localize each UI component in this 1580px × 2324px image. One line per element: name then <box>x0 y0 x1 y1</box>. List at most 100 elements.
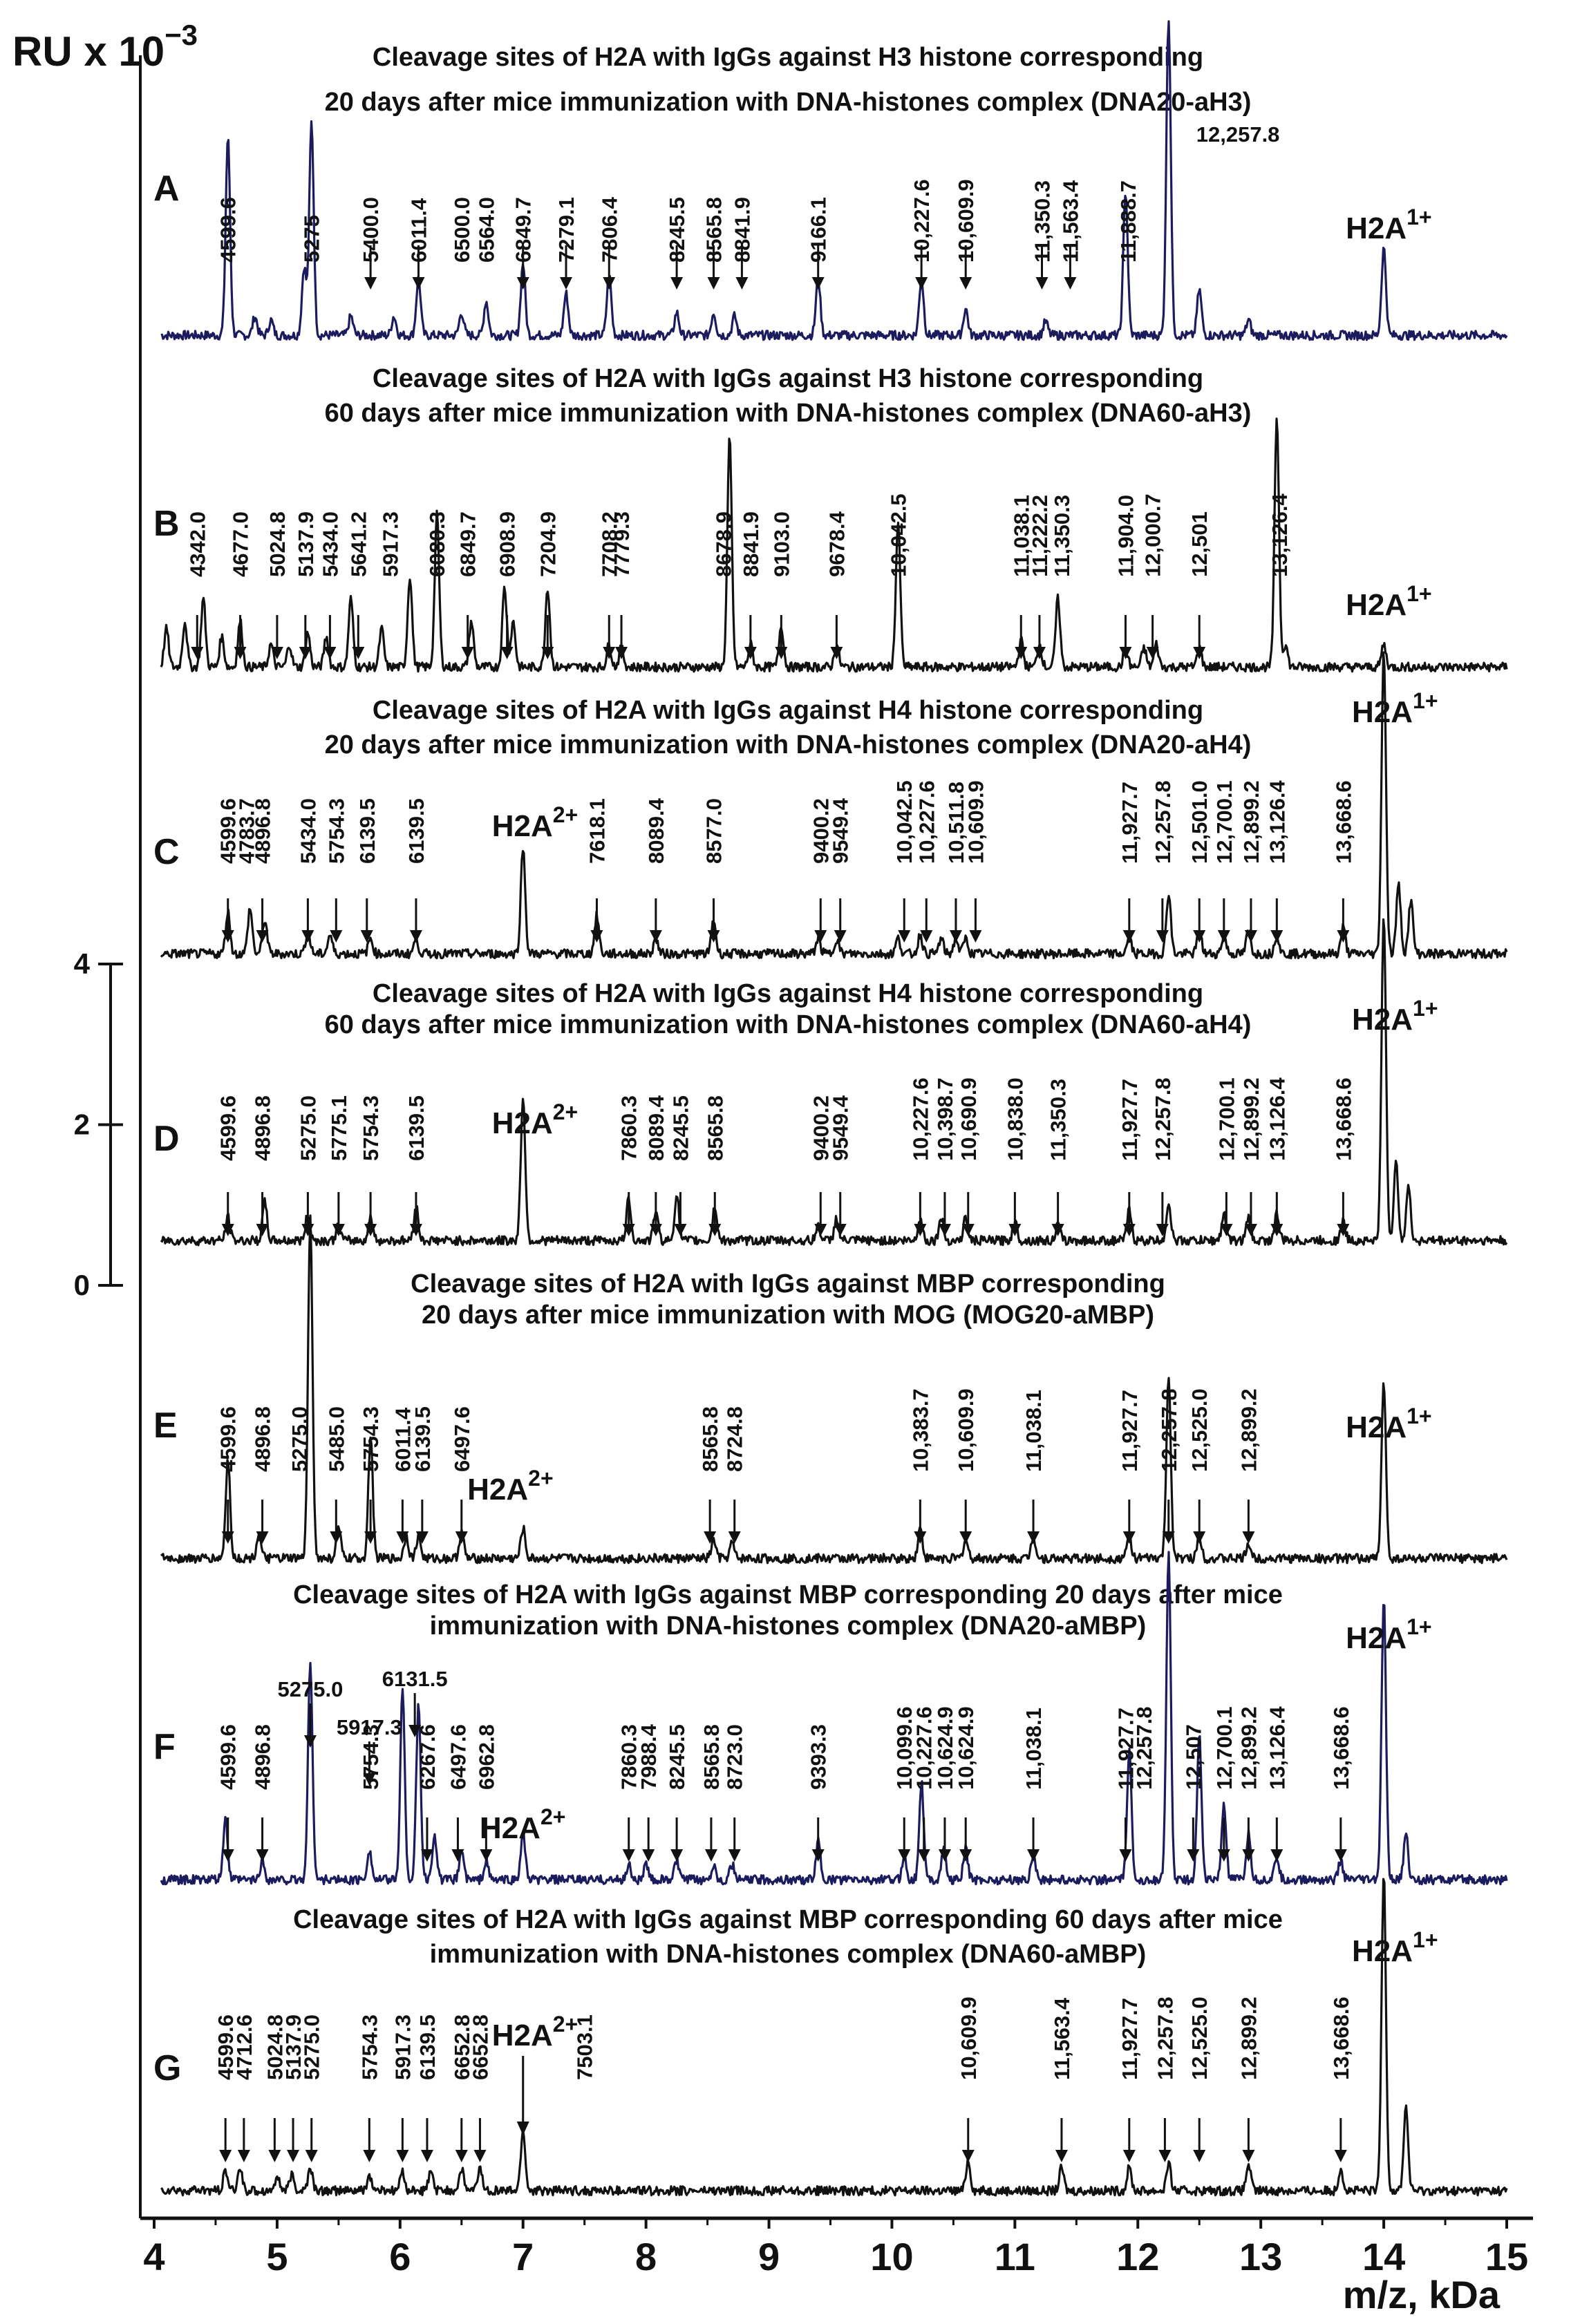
peak-label: 8245.5 <box>668 1095 693 1161</box>
panel-letter: F <box>153 1727 176 1767</box>
peak-label: 6849.7 <box>456 511 480 577</box>
y-axis-label: RU x 10−3 <box>12 19 198 75</box>
peak-arrowhead <box>1244 930 1257 943</box>
peak-label: 6080.3 <box>425 511 449 577</box>
peak-label: 5754.3 <box>359 1406 383 1472</box>
peak-label: 5434.0 <box>318 511 342 577</box>
peak-label: 5917.3 <box>391 2014 415 2080</box>
peak-label: 7988.4 <box>637 1723 661 1790</box>
peak-arrowhead <box>830 647 843 659</box>
h2a-tag-charge: 2+ <box>540 1804 565 1829</box>
peak-arrowhead <box>704 1849 717 1862</box>
panel-title-line: Cleavage sites of H2A with IgGs against … <box>411 1269 1165 1298</box>
h2a-tag-charge: 2+ <box>528 1466 553 1491</box>
h2a-tag-base: H2A <box>467 1473 528 1506</box>
panel-title-line: immunization with DNA-histones complex (… <box>430 1940 1147 1969</box>
h2a-tag-charge: 1+ <box>1407 205 1431 229</box>
peak-arrowhead <box>622 1849 635 1862</box>
h2a-2plus-tag: H2A2+ <box>492 1099 579 1140</box>
peak-arrowhead <box>1119 647 1132 659</box>
peak-arrowhead <box>834 1224 847 1236</box>
h2a-tag-charge: 1+ <box>1413 688 1438 713</box>
peak-arrowhead <box>237 2150 250 2162</box>
peak-arrowhead <box>959 1531 972 1544</box>
peak-arrowhead <box>744 647 757 659</box>
peak-arrowhead <box>649 1224 662 1236</box>
peak-label: 5485.0 <box>324 1406 348 1472</box>
h2a-tag-charge: 1+ <box>1413 1927 1438 1952</box>
peak-arrowhead <box>649 930 662 943</box>
peak-label: 5775.1 <box>327 1095 351 1161</box>
peak-label: 6011.4 <box>391 1407 415 1472</box>
peak-arrowhead <box>1027 1849 1040 1862</box>
peak-label: 11,563.4 <box>1050 1997 1074 2080</box>
peak-arrowhead <box>961 2150 975 2162</box>
panel-letter: G <box>153 2048 181 2088</box>
h2a-tag-base: H2A <box>492 2019 553 2052</box>
peak-arrowhead <box>898 1849 911 1862</box>
peak-label: 11,350.3 <box>1046 1079 1071 1161</box>
peak-label: 10,609.9 <box>963 780 988 864</box>
peak-label: 4599.6 <box>216 1095 241 1161</box>
peak-arrowhead <box>352 647 365 659</box>
h2a-1plus-tag: H2A1+ <box>1346 1614 1432 1655</box>
panel-A: Cleavage sites of H2A with IgGs against … <box>153 20 1508 341</box>
peak-label: 8577.0 <box>702 798 726 864</box>
h2a-2plus-tag: H2A2+ <box>492 802 579 843</box>
peak-arrowhead <box>461 647 474 659</box>
h2a-tag-base: H2A <box>1346 1621 1407 1655</box>
peak-label: 8841.9 <box>739 511 763 577</box>
peak-label: 5275.0 <box>296 1095 320 1161</box>
x-tick-label: 12 <box>1116 2235 1159 2278</box>
peak-arrowhead <box>728 1849 741 1862</box>
peak-label: 13,668.6 <box>1329 1996 1353 2080</box>
h2a-tag-charge: 2+ <box>553 802 578 827</box>
panel-G: Cleavage sites of H2A with IgGs against … <box>153 1878 1508 2197</box>
peak-arrowhead <box>1334 1849 1347 1862</box>
x-tick-label: 4 <box>143 2235 164 2278</box>
peak-arrowhead <box>332 1224 345 1236</box>
peak-arrowhead <box>707 277 720 290</box>
peak-label: 5754.3 <box>357 2014 382 2080</box>
peak-label: 12,257.8 <box>1151 1077 1175 1161</box>
peak-label: 11,927.7 <box>1118 782 1142 864</box>
x-tick-label: 6 <box>389 2235 411 2278</box>
peak-arrowhead <box>408 1725 422 1737</box>
scale-bar-label: 4 <box>74 947 91 980</box>
peak-arrowhead <box>1064 277 1077 290</box>
peak-label: 11,888.7 <box>1116 180 1140 263</box>
peak-arrowhead <box>949 930 962 943</box>
peak-arrowhead <box>615 647 628 659</box>
peak-arrowhead <box>287 2150 300 2162</box>
h2a-tag-base: H2A <box>1346 211 1407 245</box>
peak-label: 5275 <box>300 215 324 263</box>
peak-label: 7779.3 <box>610 511 634 577</box>
peak-label: 4896.8 <box>251 1406 275 1472</box>
peak-label: 7860.3 <box>617 1724 641 1790</box>
peak-arrowhead <box>473 2150 487 2162</box>
peak-arrowhead <box>219 2150 232 2162</box>
peak-arrowhead <box>270 647 283 659</box>
peak-label: 12,899.2 <box>1236 1388 1261 1472</box>
peak-label: 10,398.7 <box>933 1077 957 1161</box>
h2a-tag-base: H2A <box>1346 588 1407 622</box>
x-tick-label: 8 <box>635 2235 657 2278</box>
peak-arrowhead <box>541 647 554 659</box>
spectra-panels: Cleavage sites of H2A with IgGs against … <box>153 20 1508 2197</box>
peak-arrowhead <box>256 1849 269 1862</box>
peak-label: 7204.9 <box>536 511 560 577</box>
peak-label: 8089.4 <box>644 797 668 864</box>
peak-label: 6139.5 <box>411 1406 435 1472</box>
peak-label: 5641.2 <box>346 511 370 577</box>
x-tick-label: 14 <box>1362 2235 1405 2278</box>
peak-arrowhead <box>420 1849 433 1862</box>
peak-label: 12,700.1 <box>1212 780 1236 864</box>
peak-label: 8565.8 <box>699 1724 724 1790</box>
peak-label: 11,927.7 <box>1118 1079 1142 1161</box>
peak-label: 10,609.9 <box>954 1388 978 1472</box>
peak-arrowhead <box>811 1849 825 1862</box>
spectrum-line <box>160 918 1508 1247</box>
peak-arrowhead <box>396 1531 409 1544</box>
h2a-tag-base: H2A <box>480 1811 540 1845</box>
peak-label: 4677.0 <box>229 511 253 577</box>
